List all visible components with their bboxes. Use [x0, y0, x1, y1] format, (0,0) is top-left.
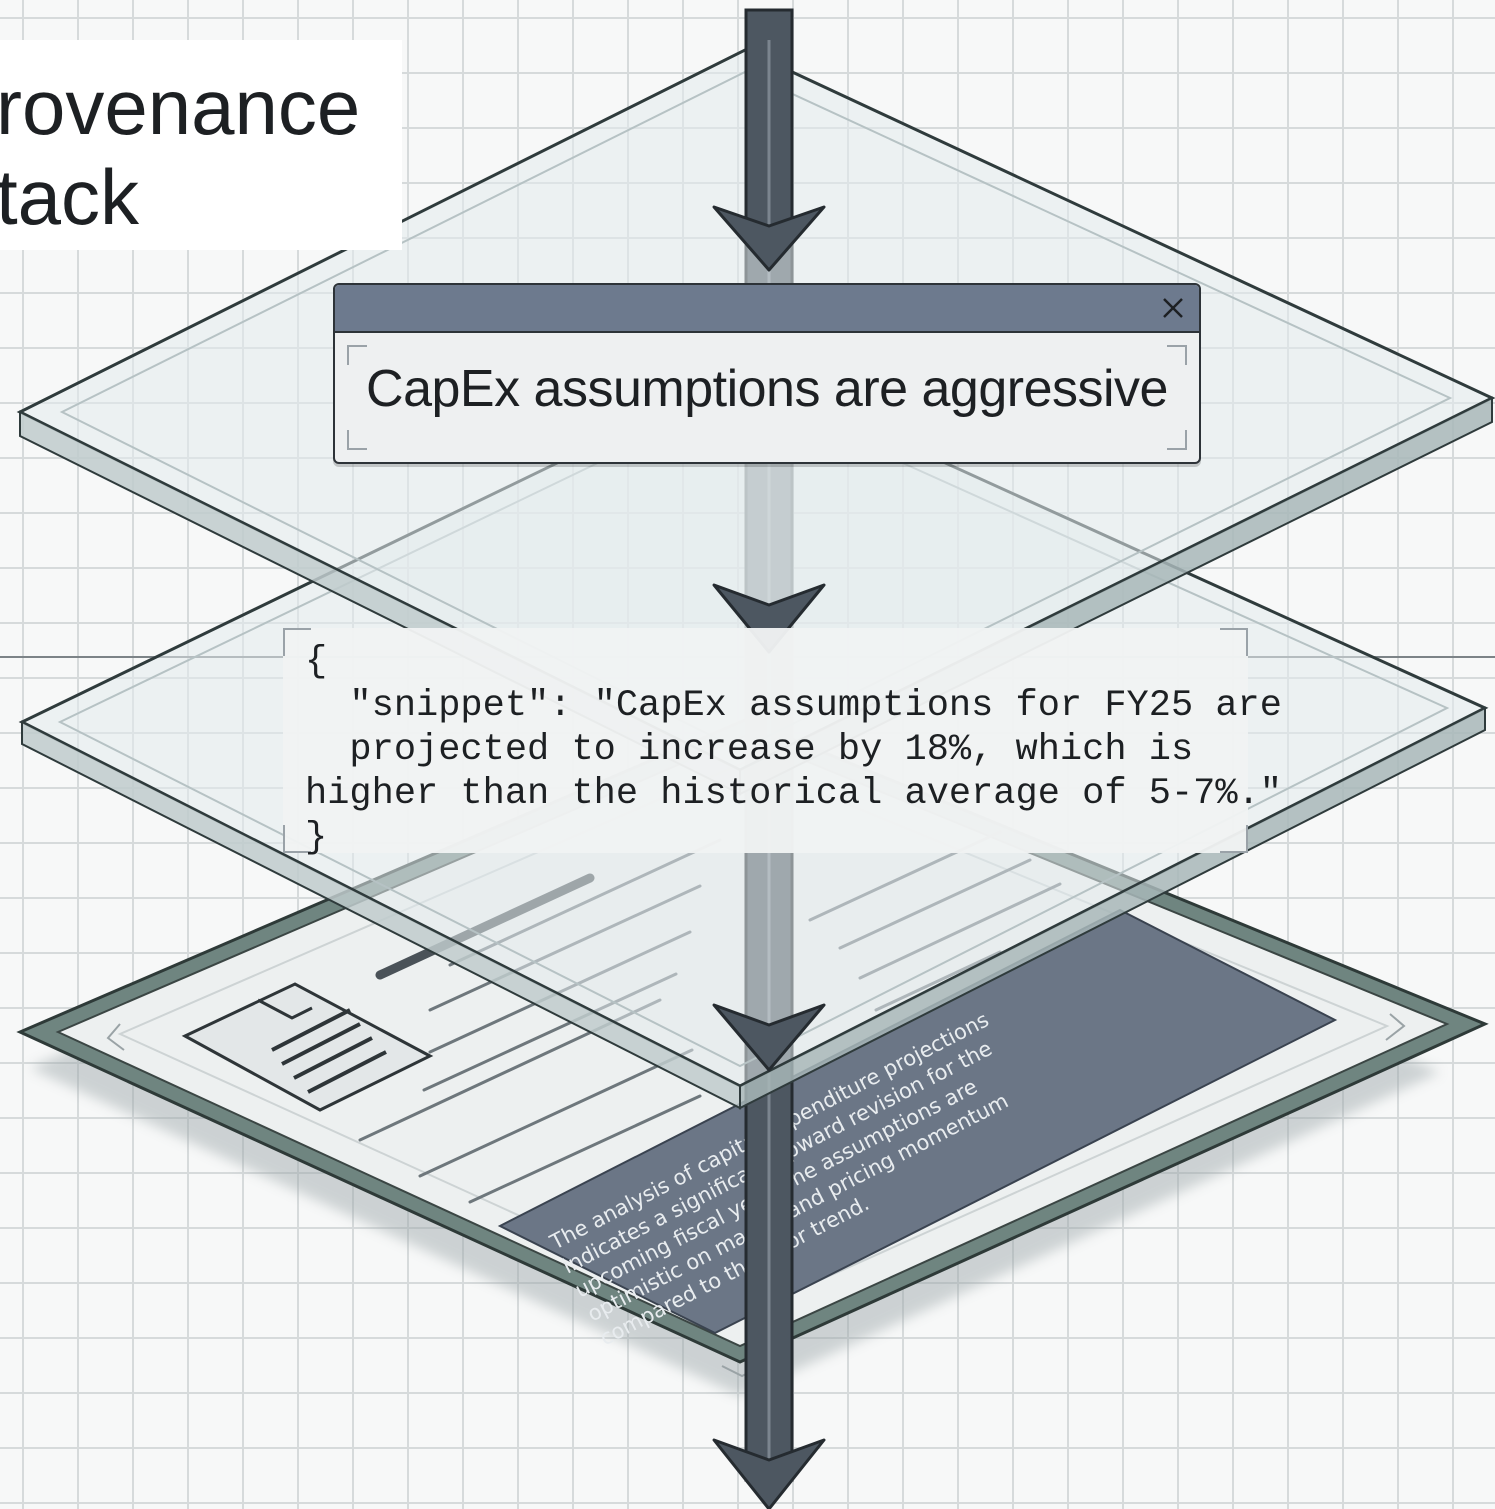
corner-mark [347, 430, 367, 450]
arrow-heads [712, 205, 826, 1509]
arrowhead-lower [712, 1003, 826, 1072]
arrowhead-top [712, 205, 826, 272]
claim-titlebar [335, 285, 1199, 333]
corner-mark [283, 825, 311, 853]
snippet-panel: { "snippet": "CapEx assumptions for FY25… [283, 628, 1282, 859]
snippet-line-2: "snippet": "CapEx assumptions for FY25 a… [305, 685, 1282, 727]
corner-mark [1167, 430, 1187, 450]
corner-mark [1220, 825, 1248, 853]
arrowhead-bottom [712, 1438, 826, 1509]
snippet-line-5: } [305, 817, 328, 859]
page-title-line-2: tack [0, 153, 140, 241]
claim-text: CapEx assumptions are aggressive [366, 360, 1168, 418]
close-icon[interactable] [1157, 292, 1189, 324]
snippet-line-4: higher than the historical average of 5-… [305, 773, 1282, 815]
snippet-line-1: { [305, 641, 328, 683]
snippet-line-3: projected to increase by 18%, which is [305, 729, 1194, 771]
corner-mark [283, 628, 311, 656]
corner-mark [1220, 628, 1248, 656]
claim-window: CapEx assumptions are aggressive [333, 283, 1201, 464]
corner-mark [1167, 345, 1187, 365]
document-icon [181, 982, 434, 1112]
snippet-code: { "snippet": "CapEx assumptions for FY25… [305, 640, 1282, 860]
corner-mark [347, 345, 367, 365]
page-title-line-1: rovenance [0, 63, 361, 151]
title-block: rovenance tack [0, 40, 402, 250]
